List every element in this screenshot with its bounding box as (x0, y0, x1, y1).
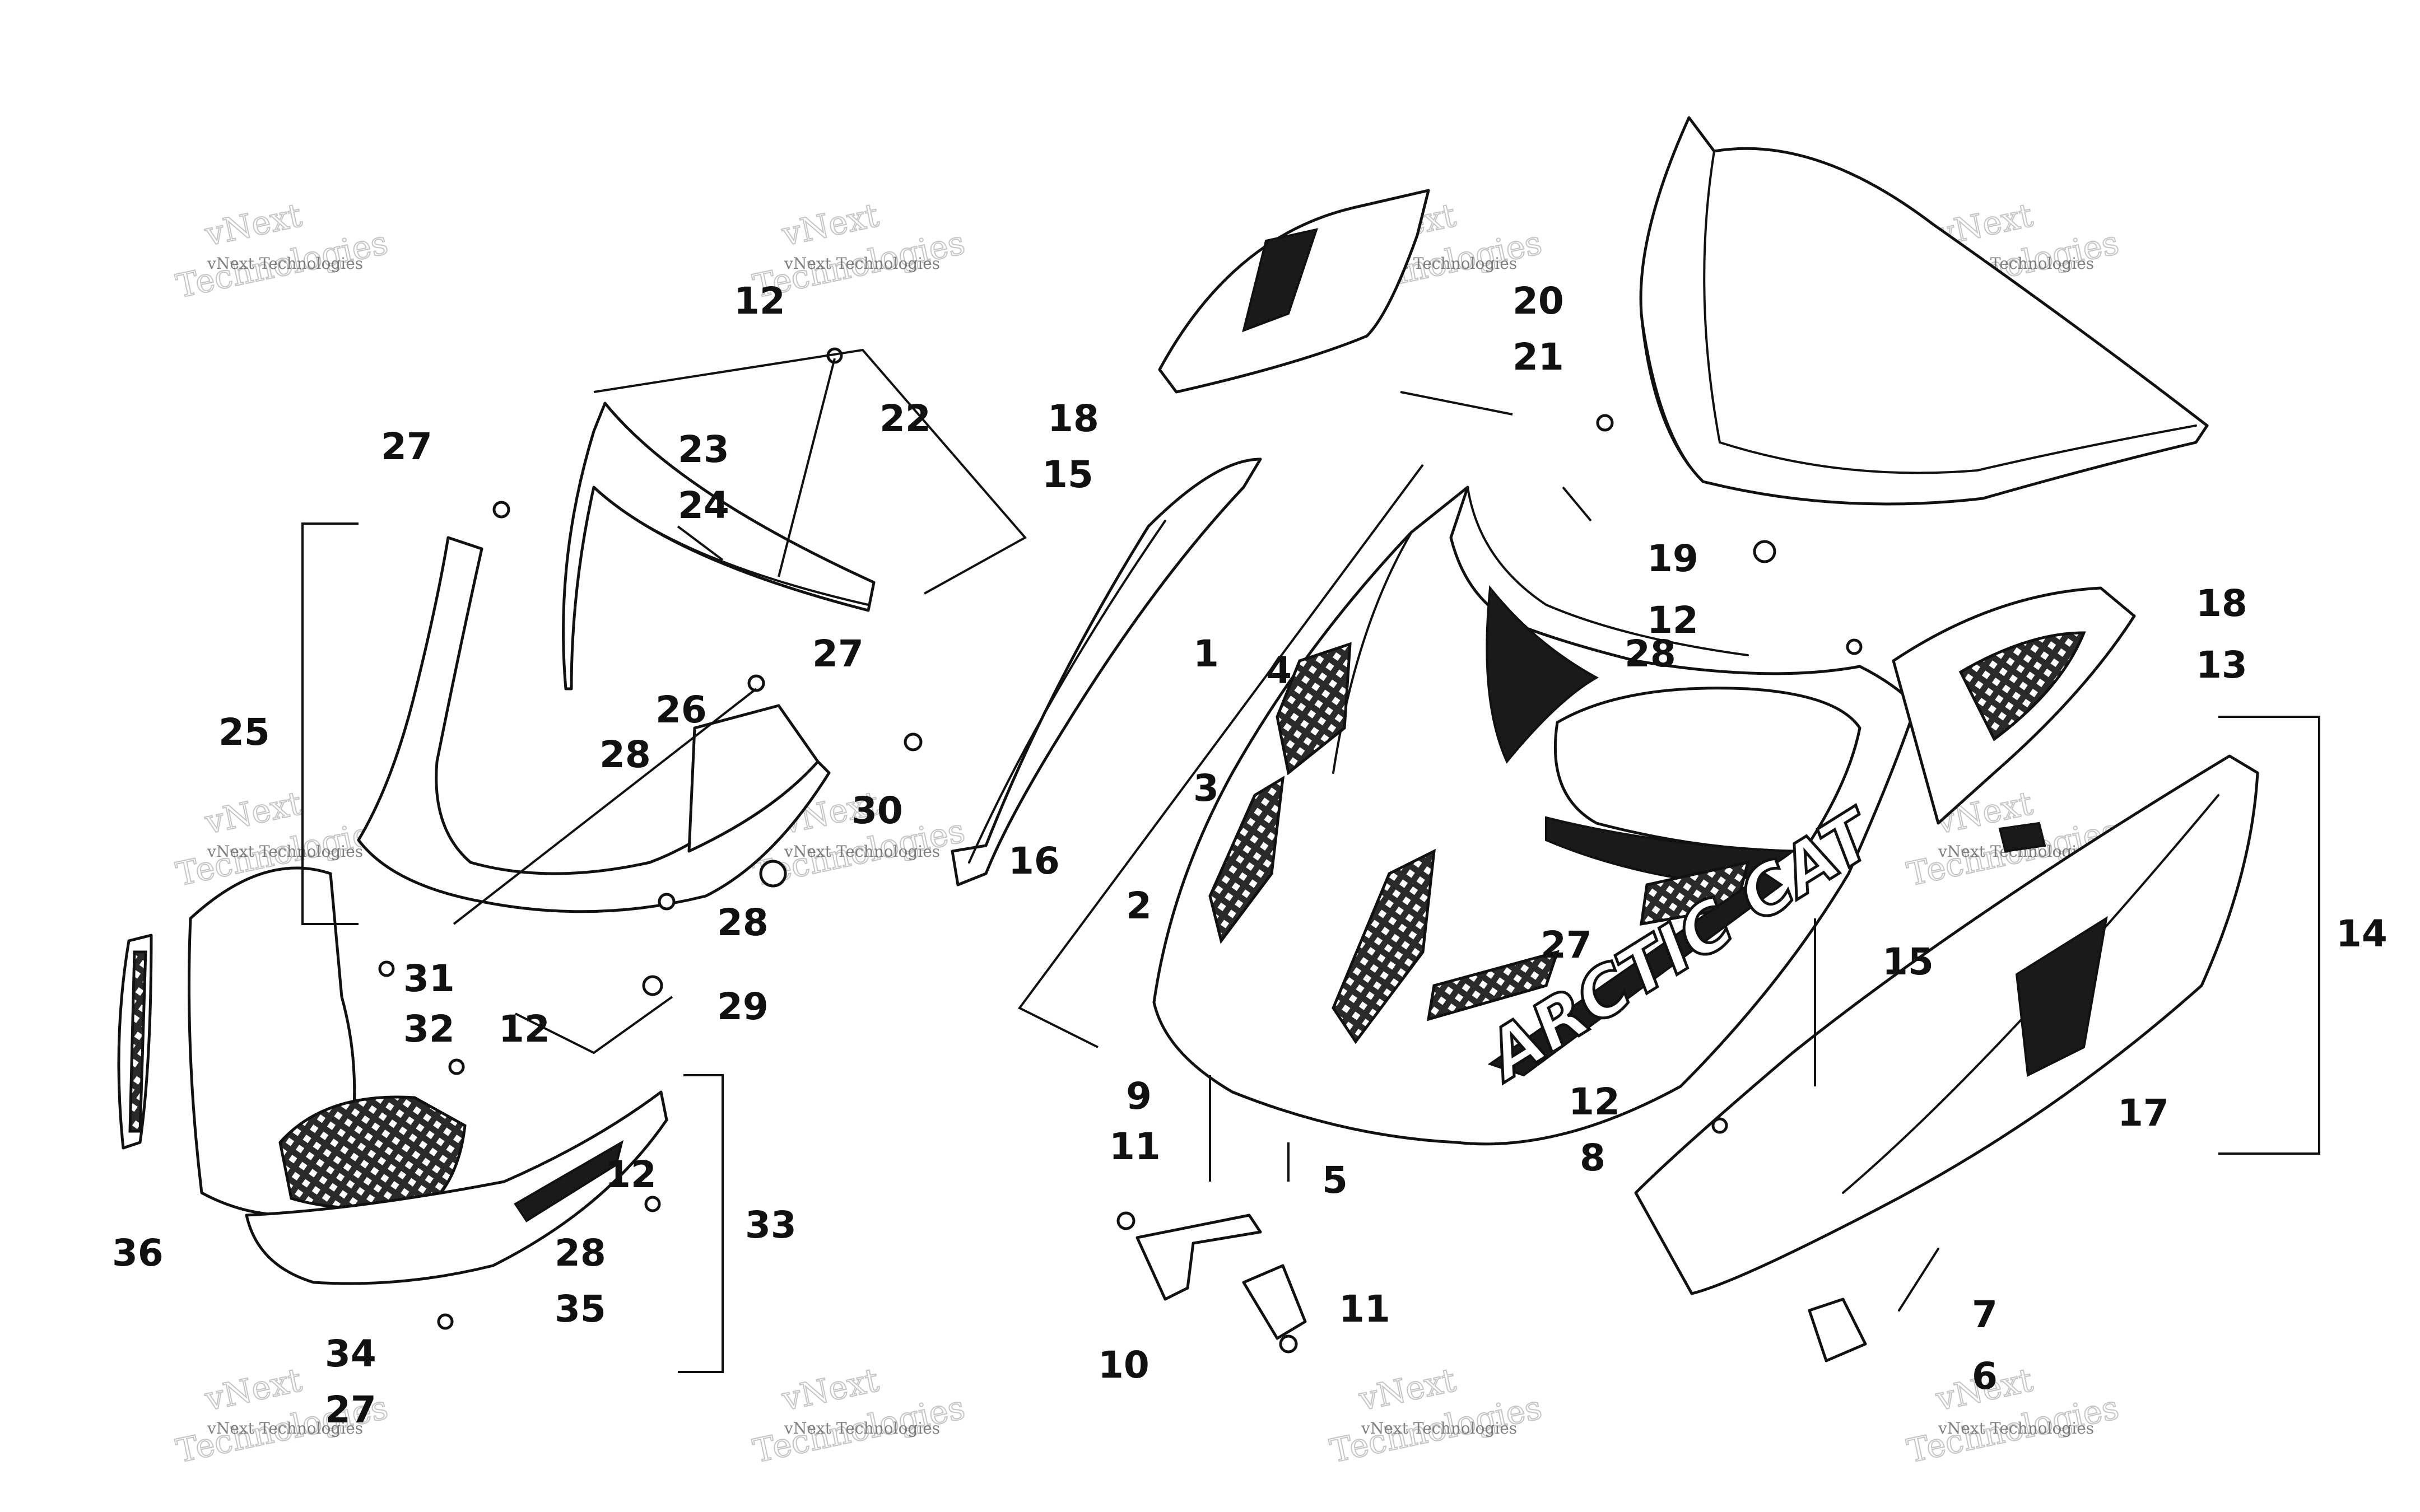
callout-35: 35 (555, 1287, 606, 1331)
callout-12a: 12 (734, 279, 785, 323)
callout-15b: 15 (1882, 940, 1934, 983)
lower-nose (245, 1090, 668, 1285)
callout-4: 4 (1266, 649, 1292, 692)
callout-28a: 28 (599, 733, 651, 776)
watermark-small-text: vNext Technologies (784, 1419, 940, 1438)
callout-labels: 1 2 3 4 5 6 7 8 9 10 11 11 12 12 12 12 1… (112, 279, 2388, 1431)
callout-28b: 28 (717, 901, 769, 944)
callout-31: 31 (403, 957, 455, 1000)
callout-26: 26 (655, 688, 707, 731)
callout-12d: 12 (1569, 1080, 1620, 1123)
callout-23: 23 (678, 428, 729, 471)
watermark-small-text: vNext Technologies (207, 842, 363, 861)
watermark-small-text: vNext Technologies (1361, 1419, 1517, 1438)
callout-22: 22 (879, 397, 931, 440)
upper-cowl (357, 402, 876, 913)
callout-11a: 11 (1109, 1125, 1161, 1168)
callout-36: 36 (112, 1231, 164, 1275)
callout-16: 16 (1008, 839, 1060, 883)
callout-27a: 27 (381, 425, 432, 468)
watermark-small-text: vNext Technologies (1938, 1419, 2094, 1438)
callout-6: 6 (1972, 1355, 1998, 1398)
left-upper-vent (1158, 189, 1430, 394)
watermark-small-text: vNext Technologies (207, 1419, 363, 1438)
fasteners (378, 347, 1863, 1330)
callout-21: 21 (1513, 335, 1564, 379)
callout-9: 9 (1126, 1075, 1152, 1118)
callout-7: 7 (1972, 1293, 1998, 1336)
hood-brackets (1116, 1211, 1939, 1362)
watermark-small-text: vNext Technologies (784, 842, 940, 861)
callout-27b: 27 (812, 632, 864, 675)
watermark-small-text: vNext Technologies (207, 254, 363, 273)
callout-5: 5 (1322, 1159, 1348, 1202)
callout-25: 25 (218, 711, 270, 754)
callout-32: 32 (403, 1007, 455, 1051)
callout-15a: 15 (1042, 453, 1093, 496)
leader-lines (301, 348, 2320, 1373)
callout-10: 10 (1098, 1343, 1150, 1387)
callout-28c: 28 (555, 1231, 606, 1275)
left-side-trim (951, 458, 1262, 886)
callout-17: 17 (2118, 1091, 2169, 1135)
callout-2: 2 (1126, 884, 1152, 927)
callout-20: 20 (1513, 279, 1564, 323)
callout-24: 24 (678, 484, 729, 527)
callout-1: 1 (1193, 632, 1219, 675)
callout-13: 13 (2196, 643, 2247, 687)
callout-27d: 27 (1541, 923, 1592, 967)
callout-30: 30 (851, 789, 903, 832)
callout-12b: 12 (1647, 599, 1698, 642)
callout-34: 34 (325, 1332, 376, 1375)
callout-18a: 18 (1048, 397, 1099, 440)
callout-19: 19 (1647, 537, 1698, 580)
callout-12e: 12 (605, 1153, 657, 1196)
callout-3: 3 (1193, 767, 1219, 810)
windshield (1639, 116, 2209, 506)
callout-8: 8 (1580, 1136, 1605, 1179)
right-vent (1892, 586, 2136, 853)
watermark-small-text: vNext Technologies (784, 254, 940, 273)
callout-29: 29 (717, 985, 769, 1028)
callout-18b: 18 (2196, 582, 2247, 625)
right-side-panel (1634, 754, 2259, 1295)
callout-14: 14 (2336, 912, 2388, 955)
callout-28d: 28 (1625, 632, 1676, 675)
hood: ARCTIC CAT (1152, 486, 1918, 1146)
callout-12c: 12 (499, 1007, 550, 1051)
callout-33: 33 (745, 1203, 797, 1247)
callout-11b: 11 (1339, 1287, 1390, 1331)
callout-27c: 27 (325, 1388, 376, 1431)
left-edge-trim (117, 934, 153, 1150)
